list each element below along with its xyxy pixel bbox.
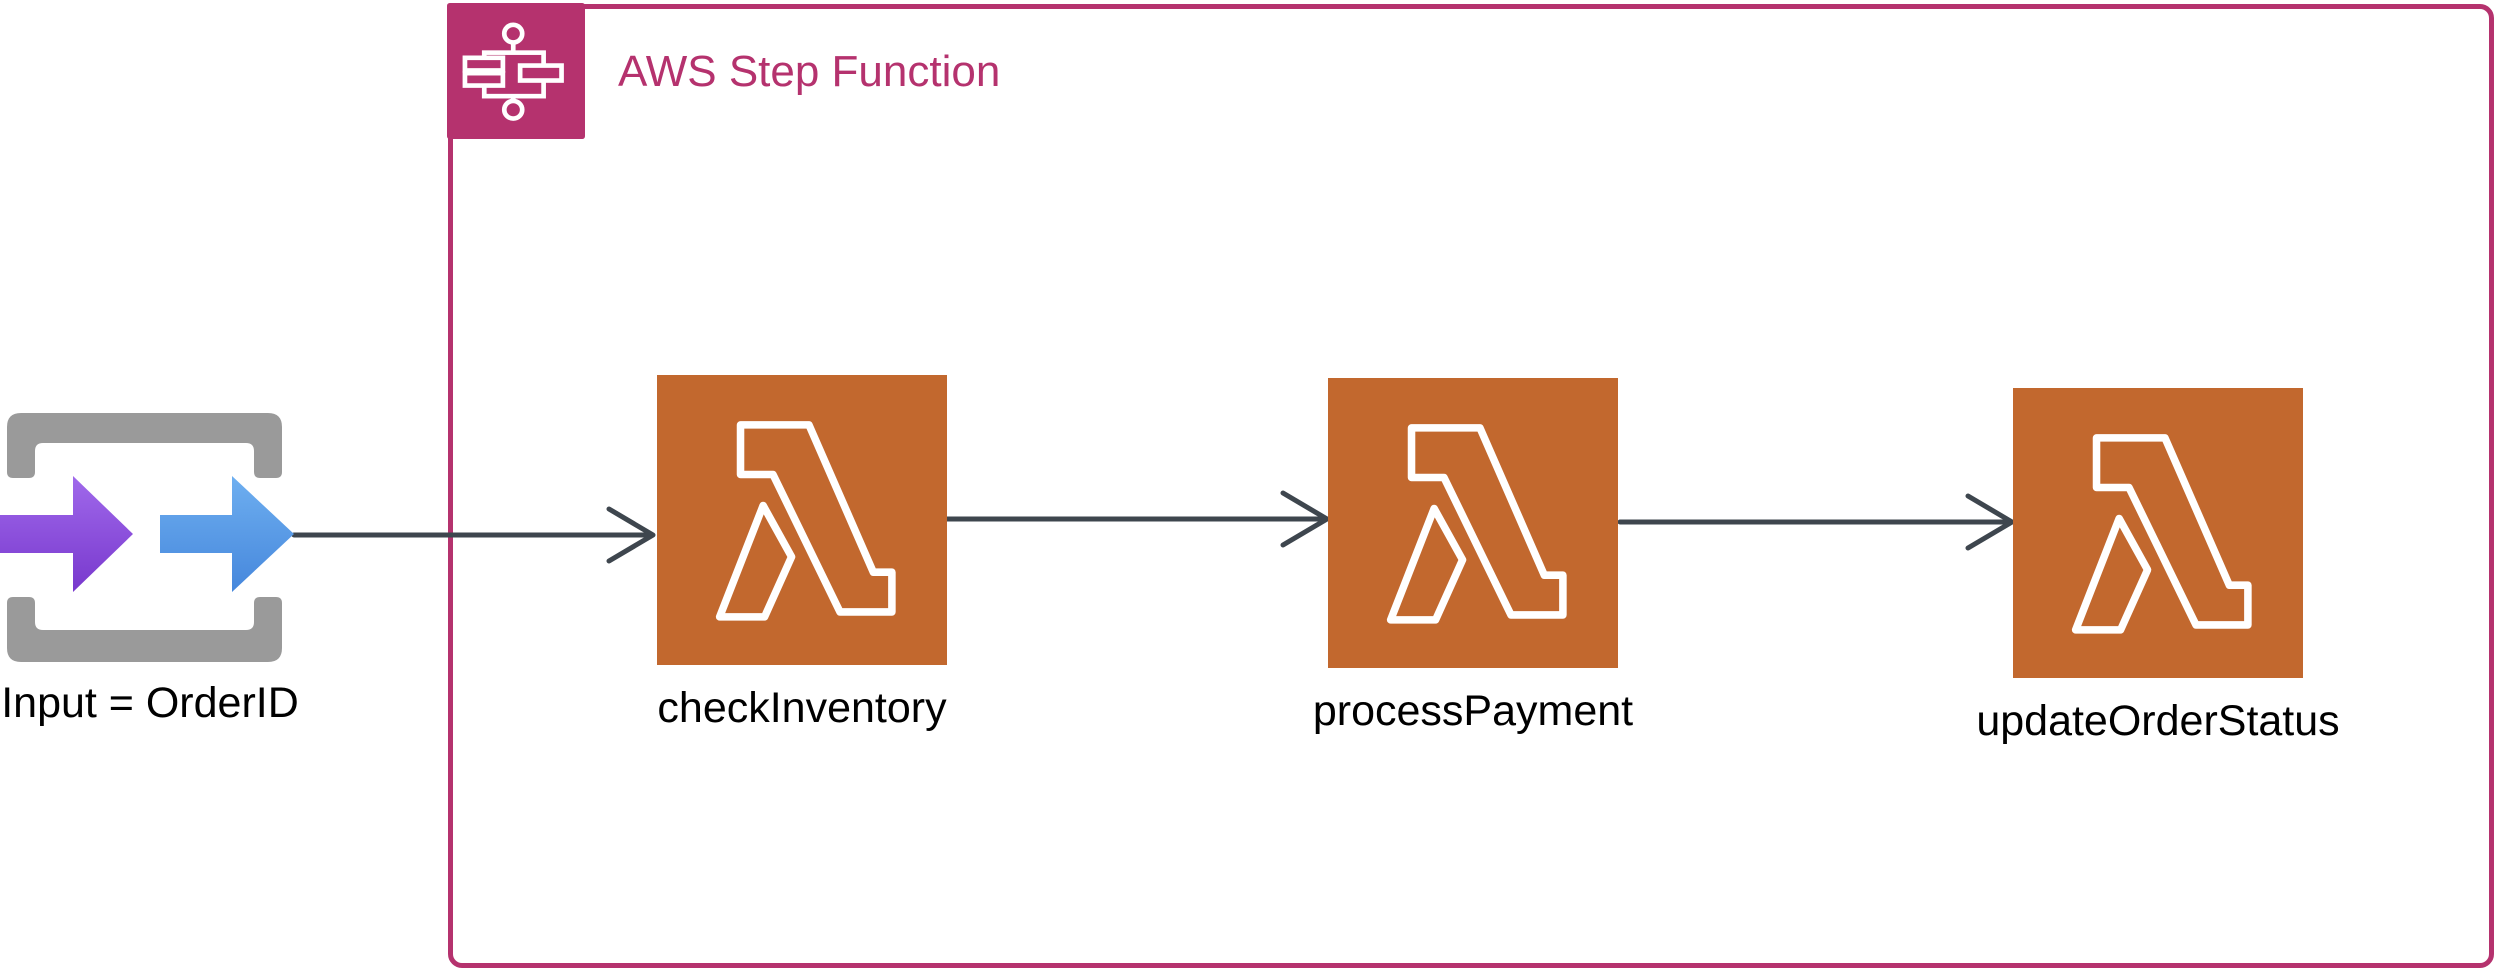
lambda-node-updateorderstatus[interactable]: updateOrderStatus [1976, 388, 2340, 743]
lambda-node-label: checkInventory [657, 684, 947, 732]
input-arrow-blue-icon [160, 476, 294, 592]
lambda-node-checkinventory[interactable]: checkInventory [657, 375, 947, 730]
edge-processpayment-to-updateorderstatus[interactable] [1617, 493, 2015, 551]
input-brackets [7, 413, 282, 662]
group-title: AWS Step Function [618, 47, 1001, 96]
lambda-icon [657, 375, 947, 665]
lambda-node-processpayment[interactable]: processPayment [1313, 378, 1633, 733]
step-functions-icon[interactable] [447, 3, 585, 139]
edge-input-to-checkinventory[interactable] [291, 506, 656, 564]
input-node[interactable]: Input = OrderID [0, 405, 300, 725]
lambda-icon [1328, 378, 1618, 668]
lambda-node-label: processPayment [1312, 687, 1634, 735]
input-arrow-purple-icon [0, 476, 133, 592]
input-icon [0, 413, 294, 662]
input-node-label: Input = OrderID [1, 679, 299, 727]
edge-checkinventory-to-processpayment[interactable] [944, 490, 1330, 548]
lambda-node-label: updateOrderStatus [1976, 697, 2340, 745]
stepfunction-group-box[interactable] [448, 4, 2494, 968]
lambda-icon [2013, 388, 2303, 678]
